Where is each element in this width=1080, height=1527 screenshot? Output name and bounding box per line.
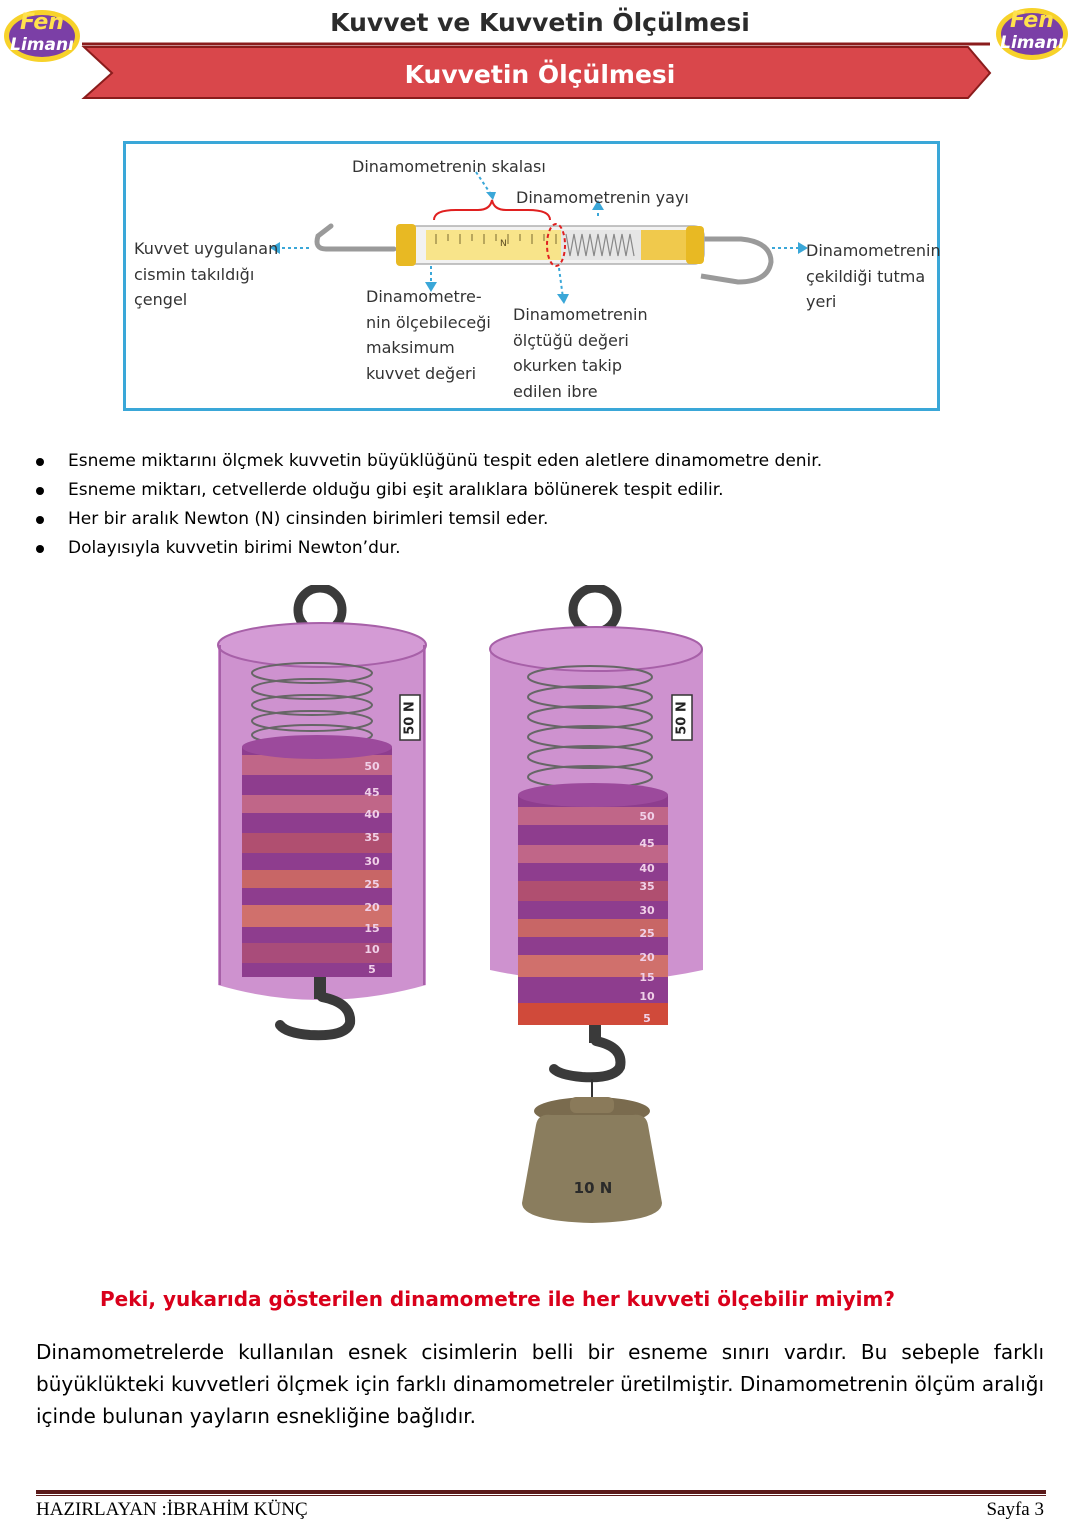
scale-strip — [426, 230, 561, 260]
scale-number: 50 — [639, 810, 655, 823]
hook-shape — [314, 223, 397, 252]
scale-number: 50 — [364, 760, 380, 773]
spring-scale-loaded: 50 N 50 45 40 35 30 25 20 15 10 5 10 N — [489, 585, 703, 1223]
label-hook-line: Kuvvet uygulanan — [134, 239, 279, 258]
fen-limani-logo-right: Fen Limanı — [988, 4, 1068, 64]
pointer-highlight — [546, 223, 566, 267]
scale-number: 25 — [639, 927, 654, 940]
scale-number: 5 — [368, 963, 376, 976]
scale-number: 45 — [364, 786, 379, 799]
scale-brace — [433, 199, 551, 221]
label-spring: Dinamometrenin yayı — [516, 188, 689, 207]
label-pointer-line: ölçtüğü değeri — [513, 330, 629, 350]
arrow-pointer — [558, 267, 564, 299]
scale-number: 40 — [639, 862, 655, 875]
bullet-item: Esneme miktarını ölçmek kuvvetin büyüklü… — [36, 447, 822, 476]
explanation-paragraph: Dinamometrelerde kullanılan esnek cisiml… — [36, 1340, 1044, 1428]
label-max-force-line: maksimum — [366, 338, 455, 357]
logo-line1: Fen — [20, 10, 64, 35]
left-scale-numbers: 50 45 40 35 30 25 20 15 10 5 — [364, 760, 380, 976]
end-cap — [686, 226, 704, 264]
weight-label: 10 N — [574, 1179, 613, 1197]
label-max-force-line: Dinamometre- — [366, 287, 482, 306]
spring-window — [561, 230, 641, 260]
spring-scales-illustration: 50 N 50 45 40 35 30 25 20 15 10 5 — [217, 585, 703, 1223]
scale-number: 30 — [639, 904, 655, 917]
capacity-label: 50 N — [403, 701, 418, 735]
weight-body — [522, 1114, 662, 1223]
footer-author: HAZIRLAYAN :İBRAHİM KÜNÇ — [36, 1499, 308, 1520]
logo-line2: Limanı — [1000, 33, 1064, 53]
fen-limani-logo-left: Fen Limanı — [2, 4, 82, 64]
scale-ticks — [435, 234, 557, 244]
scale-number: 10 — [364, 943, 380, 956]
capacity-label: 50 N — [675, 701, 690, 735]
label-grip-line: çekildiği tutma — [806, 266, 926, 286]
logo-line1: Fen — [1010, 8, 1054, 33]
label-grip-line: yeri — [806, 292, 837, 311]
label-grip-line: Dinamometrenin — [806, 241, 941, 260]
label-hook: Kuvvet uygulanan cismin takıldığı çengel — [134, 236, 278, 313]
right-stripes — [518, 807, 668, 1025]
scale-number: 20 — [639, 951, 655, 964]
document-title: Kuvvet ve Kuvvetin Ölçülmesi — [330, 8, 750, 37]
definition-bullets: Esneme miktarını ölçmek kuvvetin büyüklü… — [36, 447, 822, 563]
scale-number: 20 — [364, 901, 380, 914]
front-cap — [396, 224, 416, 266]
footer-rule — [36, 1490, 1046, 1494]
bullet-item: Dolayısıyla kuvvetin birimi Newton’dur. — [36, 534, 822, 563]
right-scale-numbers: 50 45 40 35 30 25 20 15 10 5 — [639, 810, 655, 1025]
logo-badge — [996, 8, 1068, 60]
scale-number: 40 — [364, 808, 380, 821]
label-pointer-line: okurken takip — [513, 356, 622, 375]
dynamometer-illustration: N — [270, 171, 808, 304]
question-heading: Peki, yukarıda gösterilen dinamometre il… — [100, 1287, 895, 1311]
label-pointer-line: Dinamometrenin — [513, 305, 648, 324]
section-banner — [81, 42, 992, 99]
logo-badge — [4, 10, 80, 62]
scale-number: 10 — [639, 990, 655, 1003]
scale-number: 30 — [364, 855, 380, 868]
section-title: Kuvvetin Ölçülmesi — [404, 60, 676, 89]
label-max-force-line: nin ölçebileceği — [366, 312, 491, 332]
bullet-item: Esneme miktarı, cetvellerde olduğu gibi … — [36, 476, 822, 505]
label-hook-line: cismin takıldığı — [134, 264, 255, 284]
footer-page-number: Sayfa 3 — [986, 1499, 1044, 1520]
spring-scale-unloaded: 50 N 50 45 40 35 30 25 20 15 10 5 — [217, 585, 427, 1041]
scale-number: 25 — [364, 878, 379, 891]
scale-number: 45 — [639, 837, 654, 850]
logo-line2: Limanı — [10, 35, 74, 55]
label-grip: Dinamometrenin çekildiği tutma yeri — [806, 238, 941, 315]
label-pointer-line: edilen ibre — [513, 381, 598, 401]
footer-rule-thin — [36, 1495, 1046, 1496]
label-max-force: Dinamometre- nin ölçebileceği maksimum k… — [366, 284, 491, 386]
scale-number: 35 — [639, 880, 654, 893]
scale-number: 35 — [364, 831, 379, 844]
grip-ring — [700, 236, 774, 285]
dynamometer-diagram: N Dinamometrenin skalası Dinamometrenin … — [123, 141, 941, 411]
label-pointer: Dinamometrenin ölçtüğü değeri okurken ta… — [513, 302, 648, 404]
bullet-item: Her bir aralık Newton (N) cinsinden biri… — [36, 505, 822, 534]
left-stripes — [242, 755, 392, 963]
label-scale: Dinamometrenin skalası — [352, 157, 546, 176]
scale-number: 15 — [639, 971, 654, 984]
spring-coils — [565, 233, 635, 257]
scale-number: 15 — [364, 922, 379, 935]
rear-cap — [641, 230, 691, 260]
label-hook-line: çengel — [134, 290, 188, 309]
scale-number: 5 — [643, 1012, 651, 1025]
body-mark: N — [500, 239, 507, 249]
label-max-force-line: kuvvet değeri — [366, 363, 477, 383]
